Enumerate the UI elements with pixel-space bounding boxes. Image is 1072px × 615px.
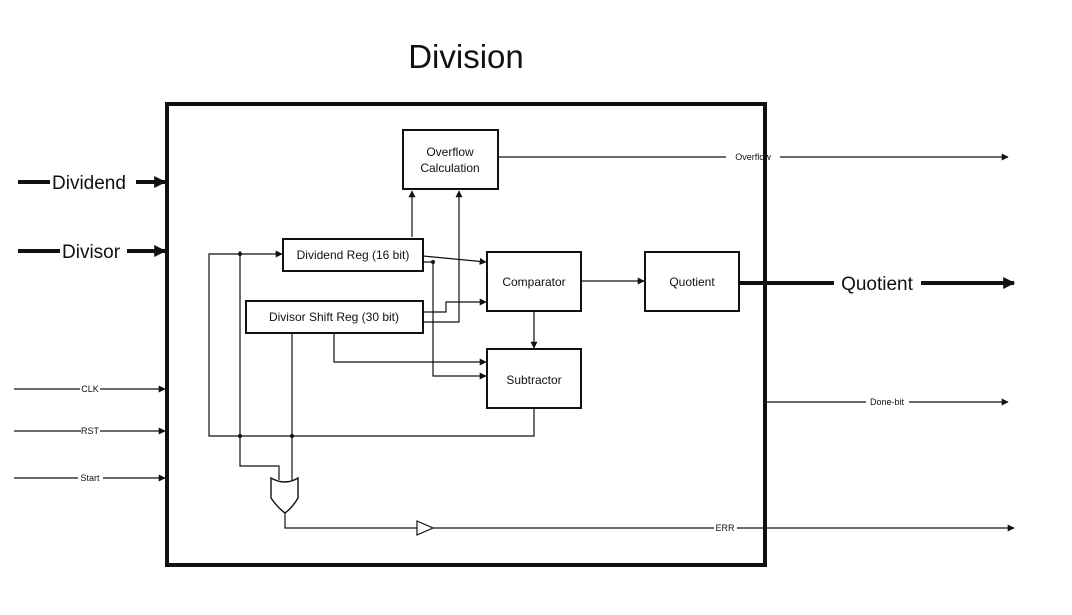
divisor-to-overflow-wire [423,190,463,323]
dividend-to-subtractor-wire [423,261,487,380]
dividend-register-block: Dividend Reg (16 bit) [282,238,424,272]
overflow-output-label: Overflow [735,152,771,162]
overflow-calculation-block: Overflow Calculation [402,129,499,190]
divisor-shift-register-block: Divisor Shift Reg (30 bit) [245,300,424,334]
start-input-label: Start [80,473,100,483]
junction-dot [238,252,242,256]
divisor-to-comparator-wire [423,298,487,313]
comparator-label: Comparator [502,275,565,289]
quotient-block-label: Quotient [669,275,715,289]
quotient-output-label: Quotient [841,274,914,295]
junction-dot [431,260,435,264]
subtractor-label: Subtractor [506,373,561,387]
diagram-title: Division [408,38,524,75]
or-gate-icon [270,476,299,514]
divisor-shift-register-label: Divisor Shift Reg (30 bit) [269,310,399,324]
overflow-calculation-label-line2: Calculation [420,161,479,175]
or-to-buffer-wire [284,513,417,529]
rst-input-label: RST [81,426,100,436]
junction-dot [238,434,242,438]
divisor-to-subtractor-wire [333,333,487,366]
dividend-to-comparator-wire [422,255,487,265]
dividend-register-label: Dividend Reg (16 bit) [297,248,410,262]
division-module-box [165,102,767,567]
buffer-icon [416,520,435,536]
quotient-block: Quotient [644,251,740,312]
err-output-label: ERR [715,523,735,533]
done-output-label: Done-bit [870,397,905,407]
subtractor-block: Subtractor [486,348,582,409]
dividend-err-wire [239,251,280,480]
feedback-wire [208,250,535,437]
clk-input-label: CLK [81,384,99,394]
comparator-block: Comparator [486,251,582,312]
divisor-input-label: Divisor [62,242,121,263]
junction-dot [290,434,294,438]
dividend-input-label: Dividend [52,173,126,194]
overflow-calculation-label-line1: Overflow [426,145,474,159]
